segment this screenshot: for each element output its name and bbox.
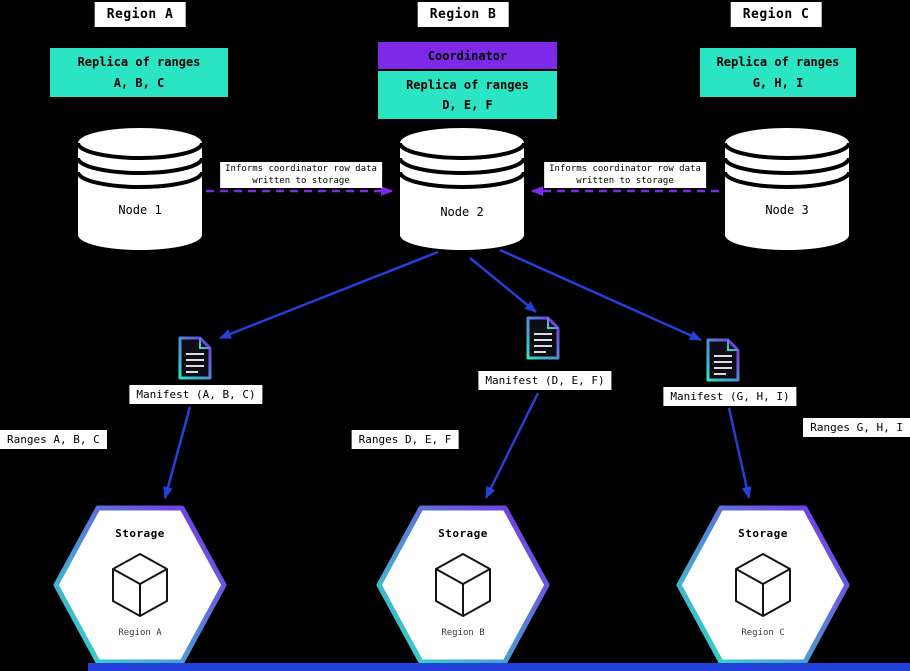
coordinator-badge: Coordinator [378,42,557,69]
arrow-manifest-def-to-storage-b [484,392,540,499]
arrow-manifest-ghi-to-storage-c [727,407,752,499]
region-b-replica-ranges-box: Replica of ranges D, E, F [378,71,557,119]
bottom-accent-bar [88,663,910,671]
region-a-replica-ranges-box: Replica of ranges A, B, C [50,48,228,97]
ranges-def-label: Ranges D, E, F [351,430,459,449]
database-cylinder-icon-node1 [76,128,204,250]
database-cylinder-icon-node3 [723,128,851,250]
cube-icon-c [735,553,791,617]
arrow-node2-to-manifest-abc [219,250,439,340]
manifest-ghi-label: Manifest (G, H, I) [663,387,797,406]
ranges-ghi-label: Ranges G, H, I [803,418,910,437]
inform-coordinator-label-right: Informs coordinator row data written to … [544,162,706,189]
arrow-manifest-abc-to-storage-a [163,406,192,499]
manifest-def-label: Manifest (D, E, F) [478,371,612,390]
arrow-node2-to-manifest-def [469,257,537,313]
node2-label: Node 2 [440,205,484,219]
region-a-header: Region A [94,2,186,27]
manifest-file-icon-ghi [706,338,740,382]
region-c-replica-ranges-box: Replica of ranges G, H, I [700,48,856,97]
database-cylinder-icon-node2 [398,128,526,250]
manifest-abc-label: Manifest (A, B, C) [129,385,263,404]
storage-c-title: Storage [738,527,788,540]
region-c-header: Region C [730,2,822,27]
storage-a-region-label: Region A [118,628,162,638]
node1-label: Node 1 [118,203,162,217]
ranges-abc-label: Ranges A, B, C [0,430,107,449]
node3-label: Node 3 [765,203,809,217]
cube-icon-b [435,553,491,617]
region-b-header: Region B [417,2,509,27]
storage-a-title: Storage [115,527,165,540]
storage-b-title: Storage [438,527,488,540]
arrow-node2-to-manifest-ghi [499,248,702,342]
manifest-file-icon-def [526,316,560,360]
cube-icon-a [112,553,168,617]
storage-b-region-label: Region B [441,628,485,638]
storage-c-region-label: Region C [741,628,785,638]
manifest-file-icon-abc [178,336,212,380]
inform-coordinator-label-left: Informs coordinator row data written to … [220,162,382,189]
